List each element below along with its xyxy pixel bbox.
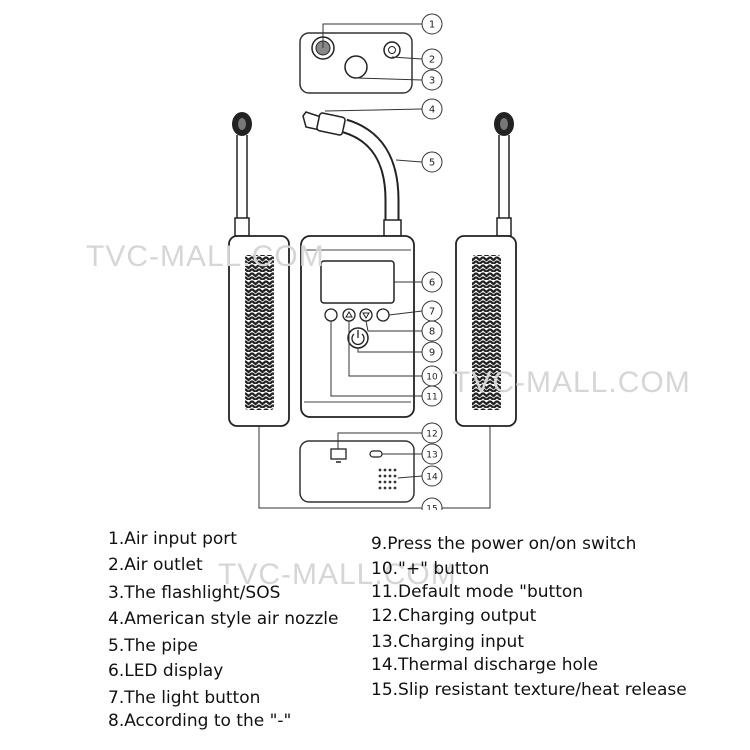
callout-number: 5 <box>429 158 435 169</box>
air-nozzle-and-pipe <box>302 111 402 237</box>
callout-circle <box>421 151 443 173</box>
callout-12: 12 <box>421 422 443 444</box>
callout-2: 2 <box>421 48 443 70</box>
callout-number: 4 <box>429 105 435 116</box>
callout-number: 3 <box>429 76 435 87</box>
callout-1: 1 <box>421 13 443 35</box>
callout-number: 7 <box>429 307 435 318</box>
legend-item-11: 11.Default mode "button <box>371 582 584 602</box>
legend-item-8: 8.According to the "-" <box>108 711 292 731</box>
callout-number: 9 <box>429 348 435 359</box>
callout-number: 14 <box>426 473 438 483</box>
legend-item-12: 12.Charging output <box>371 606 537 626</box>
callout-number: 12 <box>426 430 437 440</box>
callout-number: 10 <box>426 373 438 383</box>
legend-item-2: 2.Air outlet <box>108 555 203 575</box>
callout-14: 14 <box>421 465 443 487</box>
callout-circle <box>421 98 443 120</box>
watermark: TVC-MALL.COM <box>452 366 691 399</box>
device-right-side <box>455 112 517 427</box>
leader-lines <box>258 23 491 509</box>
legend-item-4: 4.American style air nozzle <box>108 609 339 629</box>
legend-item-7: 7.The light button <box>108 688 261 708</box>
legend-item-10: 10."+" button <box>371 559 490 579</box>
callout-circle <box>421 385 443 407</box>
callout-number: 8 <box>429 327 435 338</box>
callout-circle <box>421 271 443 293</box>
callout-circle <box>421 497 443 510</box>
device-left-side <box>228 112 290 427</box>
callout-circle <box>421 69 443 91</box>
callout-number: 15 <box>426 505 437 511</box>
callout-9: 9 <box>421 341 443 363</box>
callout-3: 3 <box>421 69 443 91</box>
callout-5: 5 <box>421 151 443 173</box>
callout-10: 10 <box>421 365 443 387</box>
callout-8: 8 <box>421 320 443 342</box>
callout-number: 13 <box>426 451 437 461</box>
callout-number: 6 <box>429 278 435 289</box>
watermark: TVC-MALL.COM <box>218 558 457 591</box>
legend-item-3: 3.The flashlight/SOS <box>108 583 281 603</box>
legend-item-6: 6.LED display <box>108 661 224 681</box>
callout-circle <box>421 48 443 70</box>
callout-circle <box>421 320 443 342</box>
watermark: TVC-MALL.COM <box>86 240 325 273</box>
callout-circle <box>421 465 443 487</box>
callout-13: 13 <box>421 443 443 465</box>
callout-number: 1 <box>429 20 435 31</box>
callout-7: 7 <box>421 300 443 322</box>
device-top-cap <box>299 32 413 94</box>
legend-item-13: 13.Charging input <box>371 632 524 652</box>
callout-circle <box>421 341 443 363</box>
legend-item-5: 5.The pipe <box>108 636 199 656</box>
legend-item-14: 14.Thermal discharge hole <box>371 655 599 675</box>
callout-number: 11 <box>426 393 437 403</box>
legend-item-1: 1.Air input port <box>108 529 237 549</box>
legend-item-9: 9.Press the power on/on switch <box>371 534 637 554</box>
callout-4: 4 <box>421 98 443 120</box>
callout-circle <box>421 13 443 35</box>
legend-item-15: 15.Slip resistant texture/heat release <box>371 680 687 700</box>
callout-11: 11 <box>421 385 443 407</box>
callout-6: 6 <box>421 271 443 293</box>
device-main-body <box>300 235 415 418</box>
callout-15: 15 <box>421 497 443 511</box>
callout-circle <box>421 422 443 444</box>
device-bottom-cap <box>299 440 415 503</box>
callout-circle <box>421 443 443 465</box>
callout-number: 2 <box>429 55 435 66</box>
